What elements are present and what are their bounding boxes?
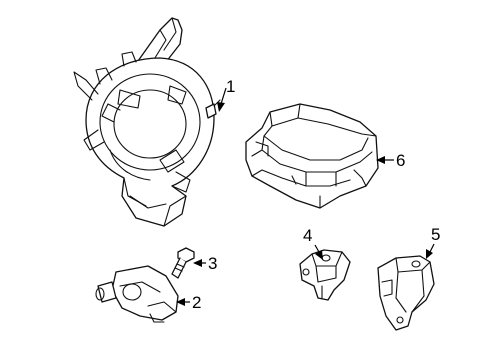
callout-number-4: 4 <box>303 226 312 245</box>
callout-1: 1 <box>217 77 235 112</box>
bolt-part <box>171 247 195 279</box>
callout-4: 4 <box>303 226 323 260</box>
callout-3: 3 <box>193 254 217 273</box>
callout-2: 2 <box>176 293 201 312</box>
front-impact-sensor-part <box>377 255 435 331</box>
callout-number-6: 6 <box>396 151 405 170</box>
callout-number-3: 3 <box>208 254 217 273</box>
callout-number-2: 2 <box>192 293 201 312</box>
callout-number-1: 1 <box>226 77 235 96</box>
impact-sensor-part <box>95 265 179 323</box>
callout-number-5: 5 <box>431 225 440 244</box>
callout-5: 5 <box>426 225 440 259</box>
clock-spring-part <box>73 17 221 227</box>
airbag-control-module-part <box>245 103 379 209</box>
callout-6: 6 <box>376 151 405 170</box>
side-impact-sensor-part <box>299 249 351 301</box>
